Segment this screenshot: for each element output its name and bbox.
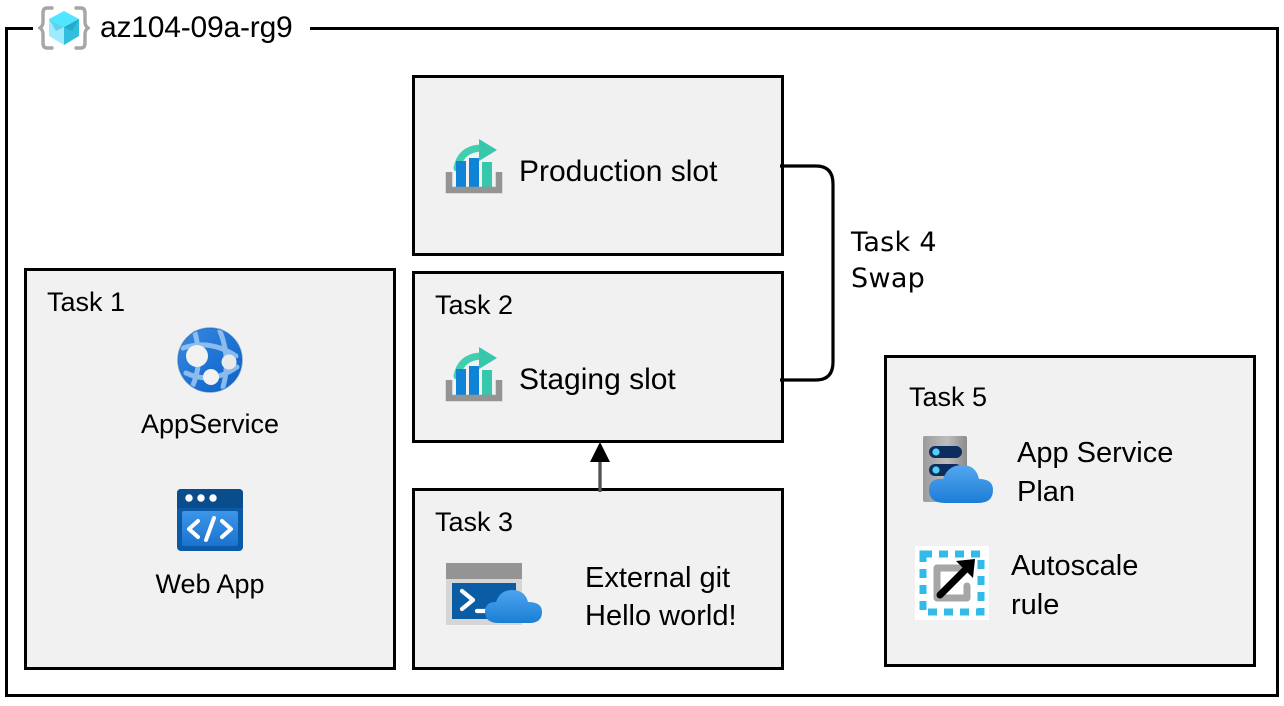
task3-to-task2-arrow [590, 442, 610, 492]
resource-group-cube-icon [36, 2, 92, 54]
resource-group-frame [5, 27, 1279, 697]
deployment-slot-icon [443, 346, 505, 413]
staging-slot-row: Staging slot [443, 346, 676, 413]
task5-box: Task 5 [884, 355, 1256, 667]
task3-box: Task 3 External git Hello w [412, 488, 784, 670]
app-service-plan-caption: App Service Plan [1017, 437, 1174, 508]
autoscale-rule-caption: Autoscale rule [1011, 550, 1139, 621]
task3-text: External git Hello world! [585, 562, 737, 633]
resource-group-title: az104-09a-rg9 [100, 11, 293, 44]
app-service-globe-icon [173, 323, 247, 402]
production-slot-row: Production slot [443, 138, 717, 205]
production-slot-box: Production slot [412, 75, 784, 256]
autoscale-rule-icon [915, 546, 989, 625]
task1-box: Task 1 [24, 268, 396, 670]
resource-group-frame-top-right-segment [310, 27, 1279, 30]
task3-label: Task 3 [435, 507, 514, 537]
production-slot-label: Production slot [519, 154, 718, 188]
autoscale-rule-row: Autoscale rule [915, 546, 1138, 625]
app-service-caption: AppService [140, 409, 280, 439]
app-service-item: AppService [27, 323, 393, 440]
swap-label: Task 4 Swap [851, 227, 937, 295]
deployment-slot-icon [443, 138, 505, 205]
task5-label: Task 5 [909, 382, 988, 412]
resource-group-frame-top-left-segment [5, 27, 33, 30]
web-app-caption: Web App [155, 569, 265, 599]
web-app-browser-code-icon [173, 483, 247, 562]
resource-group-header: az104-09a-rg9 [36, 2, 293, 54]
app-service-plan-server-cloud-icon [915, 432, 995, 513]
console-cloud-icon [443, 560, 547, 635]
task1-label: Task 1 [47, 287, 126, 317]
task2-label: Task 2 [435, 290, 514, 320]
web-app-item: Web App [27, 483, 393, 600]
app-service-plan-row: App Service Plan [915, 432, 1173, 513]
task2-box: Task 2 Staging slot [412, 271, 784, 443]
staging-slot-label: Staging slot [519, 362, 676, 396]
task3-content-row: External git Hello world! [443, 559, 737, 636]
